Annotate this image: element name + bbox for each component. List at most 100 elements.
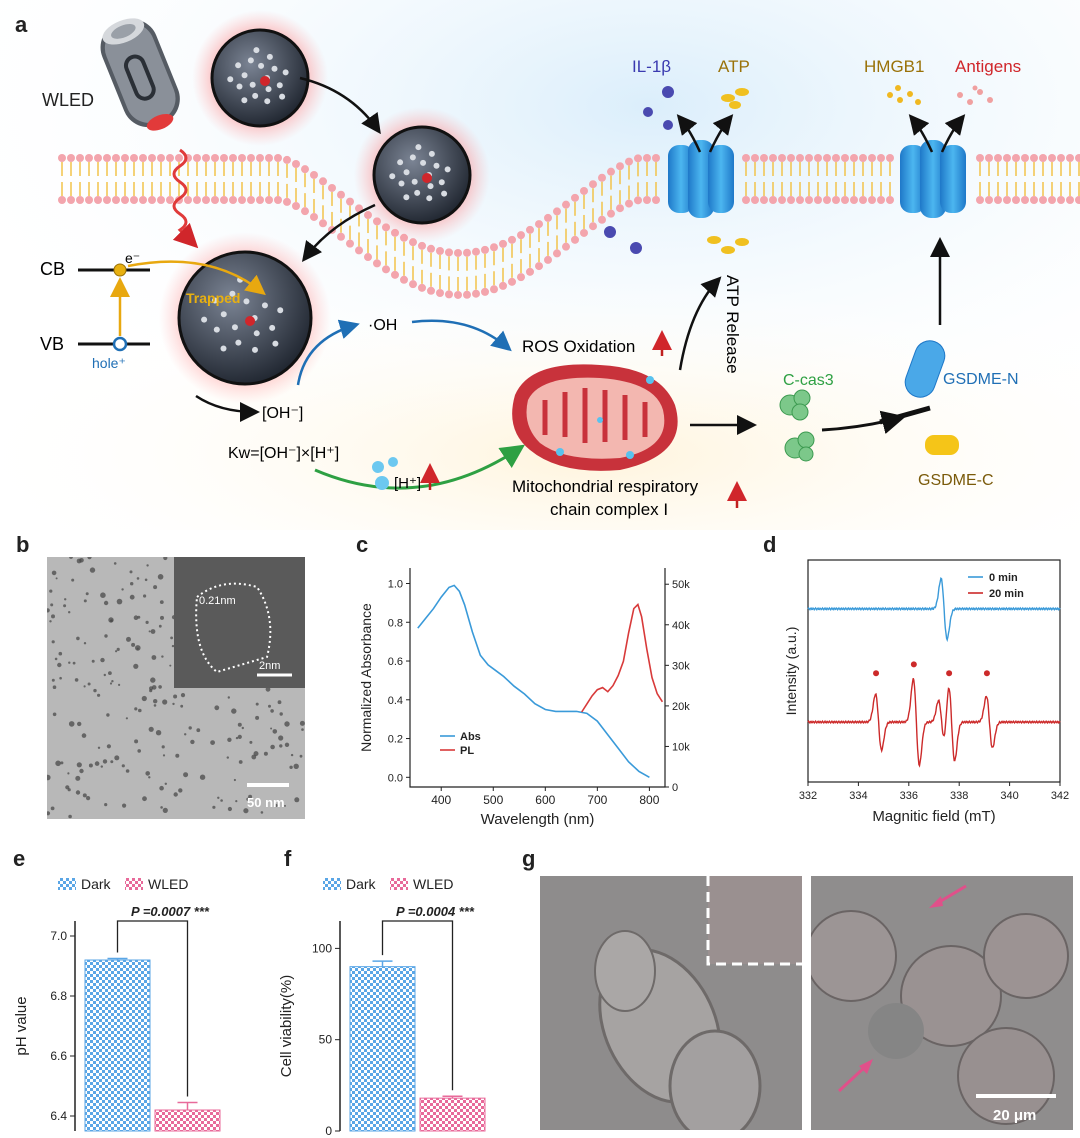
lipid-head [1075, 154, 1080, 162]
lipid-head [76, 154, 84, 162]
lipid-head [1048, 154, 1056, 162]
legend-swatch [58, 878, 76, 890]
lipid-head [1075, 196, 1080, 204]
x-tick-label: 342 [1051, 790, 1069, 802]
legend-label: WLED [148, 876, 188, 892]
lipid-head [805, 154, 813, 162]
mito-label-line2: chain complex I [550, 500, 668, 519]
lipid-head [1039, 154, 1047, 162]
legend-swatch [390, 878, 408, 890]
cell-icon [594, 930, 656, 1012]
lipid-head [202, 196, 210, 204]
h-bubble-icon [375, 476, 389, 490]
significance-label: P =0.0004 *** [396, 904, 475, 919]
zoom-inset [708, 876, 802, 964]
arrow-to-mito [411, 319, 512, 352]
lipid-head [580, 186, 588, 195]
light-wave [172, 148, 199, 249]
oxygen-atom-icon [260, 76, 270, 86]
lipid-head [238, 154, 246, 162]
lipid-head [463, 248, 471, 257]
lipid-head [85, 154, 93, 162]
lipid-head [1021, 196, 1029, 204]
lipid-head [355, 246, 363, 255]
lipid-head [535, 262, 543, 271]
quantum-dot-2 [354, 107, 490, 243]
panel-letter-f: f [284, 846, 292, 871]
bar-dark [349, 966, 416, 1132]
x-tick-label: 334 [849, 790, 867, 802]
lipid-head [607, 167, 615, 176]
il1b-particles-icon [604, 86, 674, 254]
lipid-head [103, 196, 111, 204]
x-tick-label: 600 [535, 793, 555, 807]
lipid-head [859, 196, 867, 204]
y-tick-label: 0.0 [388, 772, 403, 784]
y-axis-label: Intensity (a.u.) [783, 627, 799, 716]
lipid-head [832, 154, 840, 162]
arrow-antigens-out [940, 114, 966, 153]
axis-frame [807, 559, 1061, 783]
lipid-head [1012, 154, 1020, 162]
lipid-head [121, 154, 129, 162]
lipid-head [58, 196, 66, 204]
lipid-head [472, 289, 480, 298]
y2-tick-label: 40k [672, 620, 690, 632]
lipid-head [832, 196, 840, 204]
lipid-head [445, 248, 453, 257]
dmpo-oh-marker [873, 670, 880, 677]
lipid-head [76, 196, 84, 204]
atp-release-label: ATP Release [723, 275, 742, 374]
lipid-head [436, 288, 444, 297]
lipid-head [580, 228, 588, 237]
y2-tick-label: 0 [672, 782, 678, 794]
lipid-head [256, 154, 264, 162]
axis-frame [409, 568, 666, 788]
quantum-dot-3 [159, 232, 331, 404]
y-tick-label: 50 [319, 1033, 333, 1047]
lipid-head [319, 177, 327, 186]
hmgb1-label: HMGB1 [864, 57, 924, 76]
hole-label: hole⁺ [92, 355, 126, 371]
h-bubble-icon [372, 461, 384, 473]
lipid-head [571, 235, 579, 244]
micrograph-dark [540, 876, 802, 1130]
il1b-label: IL-1β [632, 57, 671, 76]
lipid-head [1066, 154, 1074, 162]
y-tick-label: 100 [312, 941, 332, 955]
lipid-head [1066, 196, 1074, 204]
bleb-icon [868, 1003, 924, 1059]
lipid-head [454, 290, 462, 299]
lipid-head [553, 249, 561, 258]
lipid-head [193, 196, 201, 204]
main-scale-label: 50 nm [247, 795, 285, 810]
bar-wled [154, 1109, 221, 1132]
lipid-head [85, 196, 93, 204]
cell-icon [957, 1027, 1055, 1125]
lipid-head [1003, 154, 1011, 162]
series-line [807, 677, 1061, 768]
h-ion-label: [H⁺] [394, 475, 421, 492]
oh-radical-label: ·OH [368, 317, 397, 334]
lipid-head [67, 196, 75, 204]
series-line-pl [581, 602, 664, 713]
cb-label: CB [40, 259, 65, 279]
significance-bracket [116, 920, 189, 1097]
gsdme-pore-left [668, 140, 734, 218]
lipid-head [1021, 154, 1029, 162]
lipid-head [427, 244, 435, 253]
lipid-head [220, 154, 228, 162]
lipid-head [643, 196, 651, 204]
lipid-head [67, 154, 75, 162]
lipid-head [184, 196, 192, 204]
scale-label: 20 μm [993, 1107, 1036, 1124]
gsdme-c-label: GSDME-C [918, 472, 994, 489]
lipid-head [652, 196, 660, 204]
pink-arrow-icon [837, 1064, 868, 1093]
lipid-head [490, 243, 498, 252]
lipid-head [103, 154, 111, 162]
lipid-head [535, 220, 543, 229]
lipid-head [976, 154, 984, 162]
dmpo-oh-marker [946, 670, 953, 677]
